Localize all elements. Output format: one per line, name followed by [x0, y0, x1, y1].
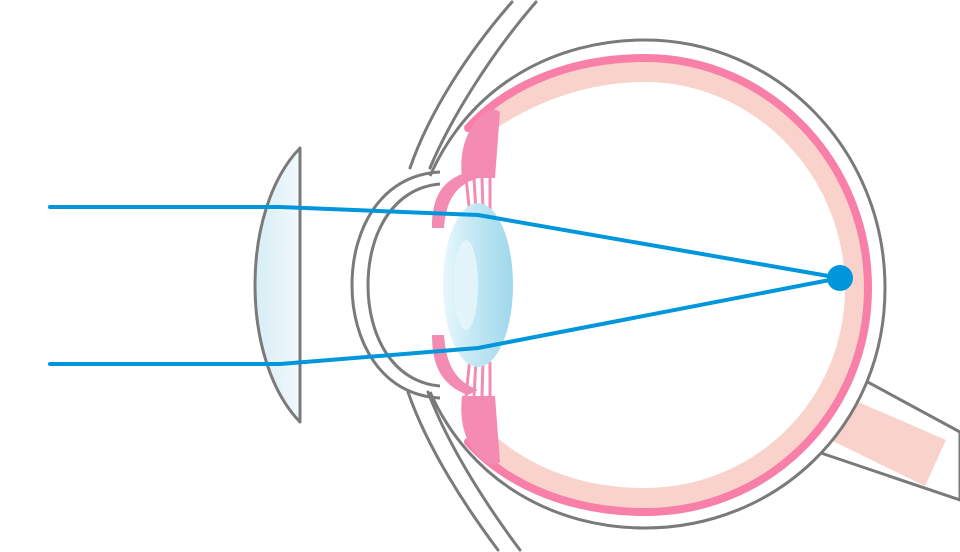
- corrective-lens: [253, 146, 302, 424]
- lower-eyelid-outer-line: [406, 390, 500, 552]
- light-ray-upper: [48, 205, 842, 280]
- crystalline-lens: [443, 203, 513, 367]
- choroid: [468, 60, 865, 508]
- vitreous-body: [520, 92, 836, 480]
- lower-eyelid: [406, 390, 522, 552]
- upper-eyelid: [408, 0, 538, 170]
- cornea-inner: [366, 182, 441, 388]
- lower-eyelid-inner-line: [426, 390, 522, 552]
- cornea: [350, 170, 441, 400]
- focal-point: [827, 265, 853, 291]
- cornea-outer: [350, 170, 441, 400]
- upper-eyelid-inner-line: [428, 0, 538, 170]
- retina: [464, 53, 873, 517]
- ciliary-muscle-bottom: [461, 396, 500, 465]
- crystalline-lens-highlight: [454, 240, 478, 330]
- light-ray-lower: [48, 276, 842, 366]
- ciliary-muscle-top: [461, 109, 500, 178]
- light-rays: [48, 205, 842, 366]
- upper-eyelid-outer-line: [408, 0, 514, 170]
